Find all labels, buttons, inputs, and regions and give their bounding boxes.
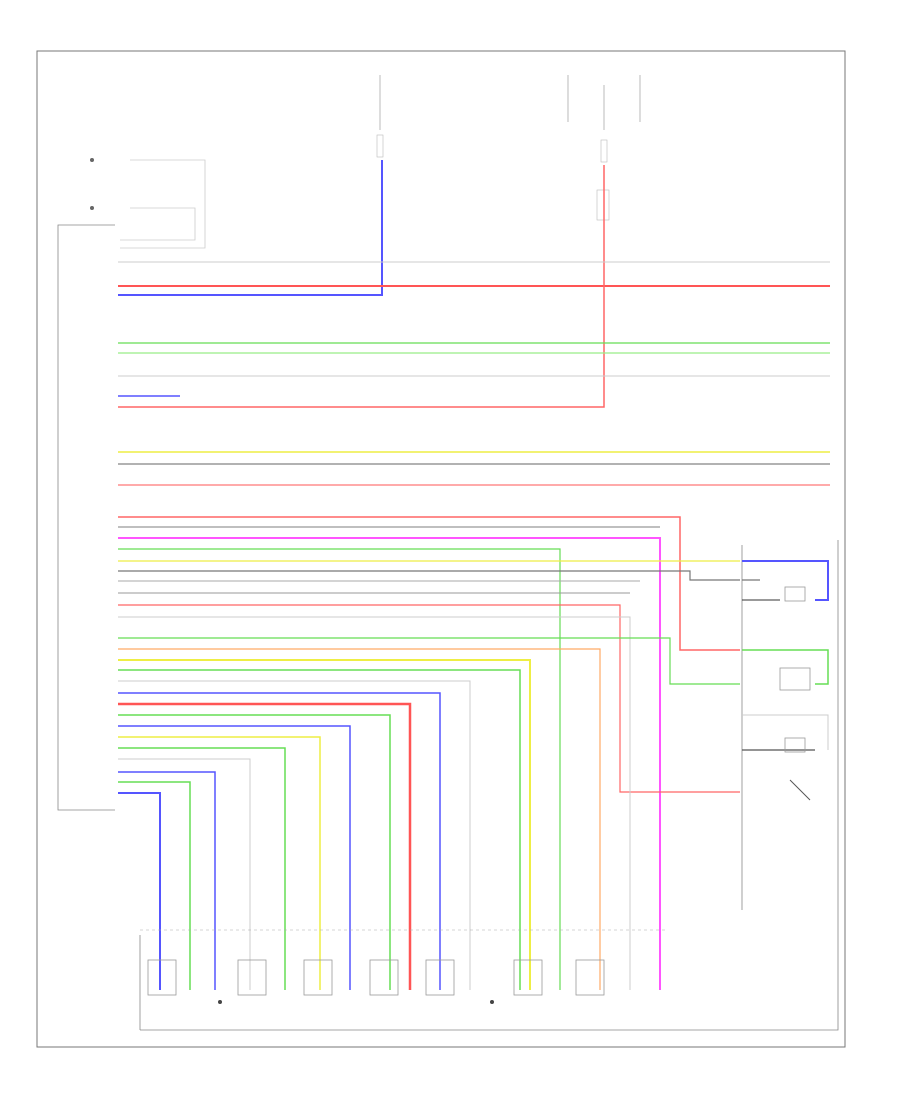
wire-blue-top xyxy=(118,160,383,296)
top-left-sensors xyxy=(90,158,206,249)
right-components xyxy=(779,586,811,801)
top-connector-1 xyxy=(376,75,384,158)
wire-red-right xyxy=(118,165,605,408)
ground-line xyxy=(140,540,839,1031)
wire-group xyxy=(118,160,830,990)
diagram-border xyxy=(36,50,846,1048)
top-connector-2 xyxy=(567,75,641,221)
bottom-components xyxy=(140,929,665,1004)
ecm-outline xyxy=(57,224,115,811)
